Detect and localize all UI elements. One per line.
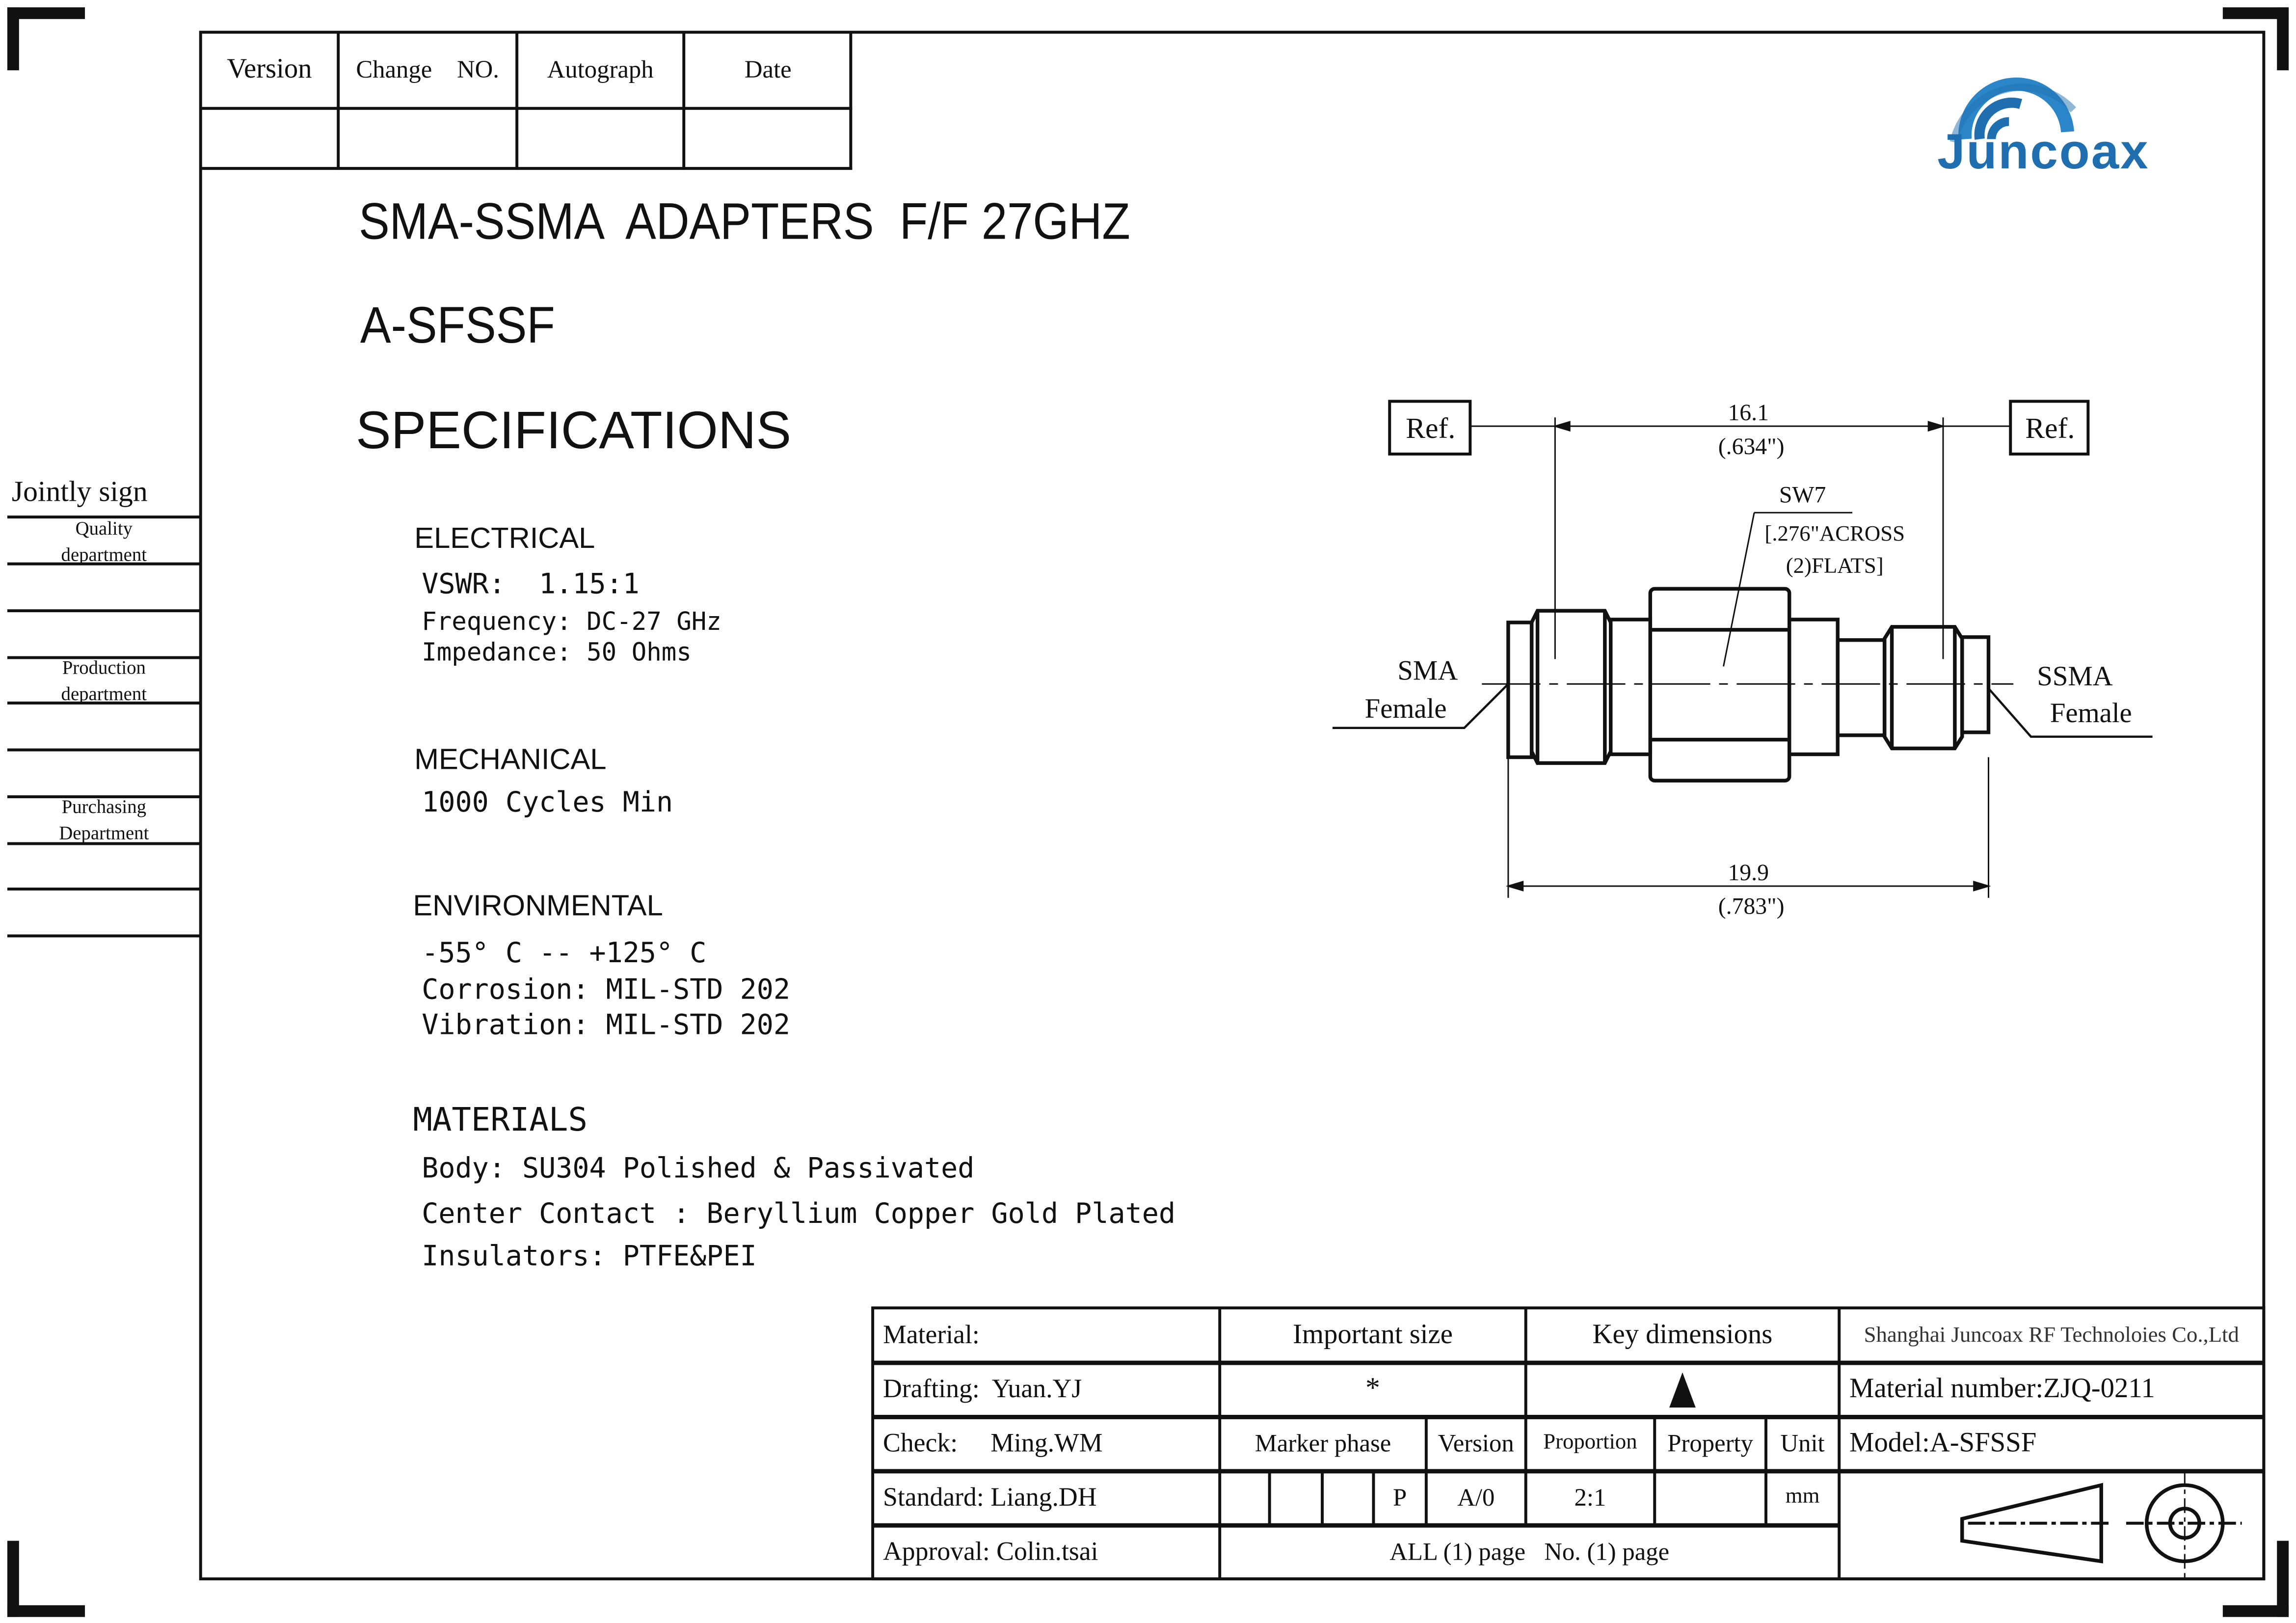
ref-box-left: Ref. xyxy=(1388,400,1472,456)
vibration-spec: Vibration: MIL-STD 202 xyxy=(422,1009,791,1042)
material-field: Material: xyxy=(883,1320,980,1349)
purchasing-department: Purchasing Department xyxy=(59,795,149,844)
connector-body xyxy=(1482,587,2014,783)
drafting-field: Drafting: Yuan.YJ xyxy=(883,1374,1082,1404)
body-material: Body: SU304 Polished & Passivated xyxy=(422,1152,975,1185)
material-number: Material number:ZJQ-0211 xyxy=(1849,1373,2155,1404)
ref-right-label: Ref. xyxy=(2025,412,2075,444)
dimension-bottom: 19.9 (.783") xyxy=(1505,757,1991,920)
important-size-header: Important size xyxy=(1293,1319,1453,1350)
dim-bottom-inch: (.783") xyxy=(1718,893,1785,920)
vswr-spec: VSWR: 1.15:1 xyxy=(422,568,640,601)
dimension-top: 16.1 (.634") xyxy=(1470,400,2011,659)
juncoax-logo: Juncoax xyxy=(1933,51,2204,183)
standard-field: Standard: Liang.DH xyxy=(883,1482,1097,1512)
temperature-spec: -55° C -- +125° C xyxy=(422,937,707,970)
version-value: A/0 xyxy=(1457,1483,1495,1511)
center-contact-material: Center Contact : Beryllium Copper Gold P… xyxy=(422,1198,1175,1231)
projection-symbol-icon xyxy=(1960,1470,2242,1579)
frequency-spec: Frequency: DC-27 GHz xyxy=(422,608,721,637)
product-title: SMA-SSMA ADAPTERS F/F 27GHZ xyxy=(358,193,1130,251)
key-dimensions-header: Key dimensions xyxy=(1592,1319,1773,1350)
rev-header-change-no: Change NO. xyxy=(356,55,499,84)
company-name: Shanghai Juncoax RF Technoloies Co.,Ltd xyxy=(1864,1323,2239,1347)
corner-mark-br xyxy=(2222,1541,2289,1617)
sw-note-across: [.276"ACROSS xyxy=(1764,521,1905,545)
check-field: Check: Ming.WM xyxy=(883,1428,1103,1458)
important-size-symbol: * xyxy=(1365,1372,1380,1405)
jointly-sign-title: Jointly sign xyxy=(11,476,148,509)
specifications-heading: SPECIFICATIONS xyxy=(355,400,792,460)
logo-text: Juncoax xyxy=(1937,124,2150,180)
sw-label: SW7 xyxy=(1779,482,1826,508)
signal-arcs-icon xyxy=(1949,77,2076,143)
sma-female-label: Female xyxy=(1365,693,1447,724)
corner-mark-tl xyxy=(7,7,85,71)
unit-value: mm xyxy=(1785,1485,1820,1509)
environmental-heading: ENVIRONMENTAL xyxy=(413,890,663,923)
insulators-material: Insulators: PTFE&PEI xyxy=(422,1240,757,1273)
corrosion-spec: Corrosion: MIL-STD 202 xyxy=(422,974,791,1006)
model-number: Model:A-SFSSF xyxy=(1849,1427,2037,1458)
proportion-value: 2:1 xyxy=(1574,1483,1606,1511)
cycles-spec: 1000 Cycles Min xyxy=(422,786,673,819)
dim-top-inch: (.634") xyxy=(1718,433,1785,460)
sw-note-flats: (2)FLATS] xyxy=(1786,553,1884,578)
ref-left-label: Ref. xyxy=(1406,412,1455,444)
key-dimensions-triangle-icon xyxy=(1526,1362,1839,1416)
rev-header-version: Version xyxy=(227,54,312,85)
sma-female-callout: SMA Female xyxy=(1332,655,1509,729)
sw-callout: SW7 [.276"ACROSS (2)FLATS] xyxy=(1723,482,1905,667)
electrical-heading: ELECTRICAL xyxy=(414,523,595,555)
property-header: Property xyxy=(1667,1429,1753,1457)
corner-mark-tr xyxy=(2222,7,2289,71)
ref-box-right: Ref. xyxy=(2009,400,2090,456)
corner-mark-bl xyxy=(7,1541,85,1617)
production-department: Production department xyxy=(61,656,147,705)
mechanical-heading: MECHANICAL xyxy=(414,744,607,777)
ssma-female-label: Female xyxy=(2050,698,2132,729)
dim-top-mm: 16.1 xyxy=(1728,400,1769,426)
ssma-female-callout: SSMA Female xyxy=(1987,661,2153,738)
proportion-header: Proportion xyxy=(1543,1431,1637,1455)
sma-label: SMA xyxy=(1397,655,1458,686)
approval-field: Approval: Colin.tsai xyxy=(883,1536,1098,1566)
unit-header: Unit xyxy=(1780,1429,1825,1457)
dim-bottom-mm: 19.9 xyxy=(1728,860,1769,886)
rev-header-date: Date xyxy=(744,55,792,84)
quality-department: Quality department xyxy=(61,517,147,566)
ssma-label: SSMA xyxy=(2037,661,2112,692)
phase-value: P xyxy=(1393,1483,1407,1511)
page-count: ALL (1) page No. (1) page xyxy=(1389,1537,1670,1565)
version-header: Version xyxy=(1438,1429,1514,1457)
impedance-spec: Impedance: 50 Ohms xyxy=(422,638,692,668)
marker-phase-header: Marker phase xyxy=(1255,1429,1391,1457)
rev-header-autograph: Autograph xyxy=(547,55,654,84)
materials-heading: MATERIALS xyxy=(413,1103,588,1140)
model-title: A-SFSSF xyxy=(360,297,555,354)
